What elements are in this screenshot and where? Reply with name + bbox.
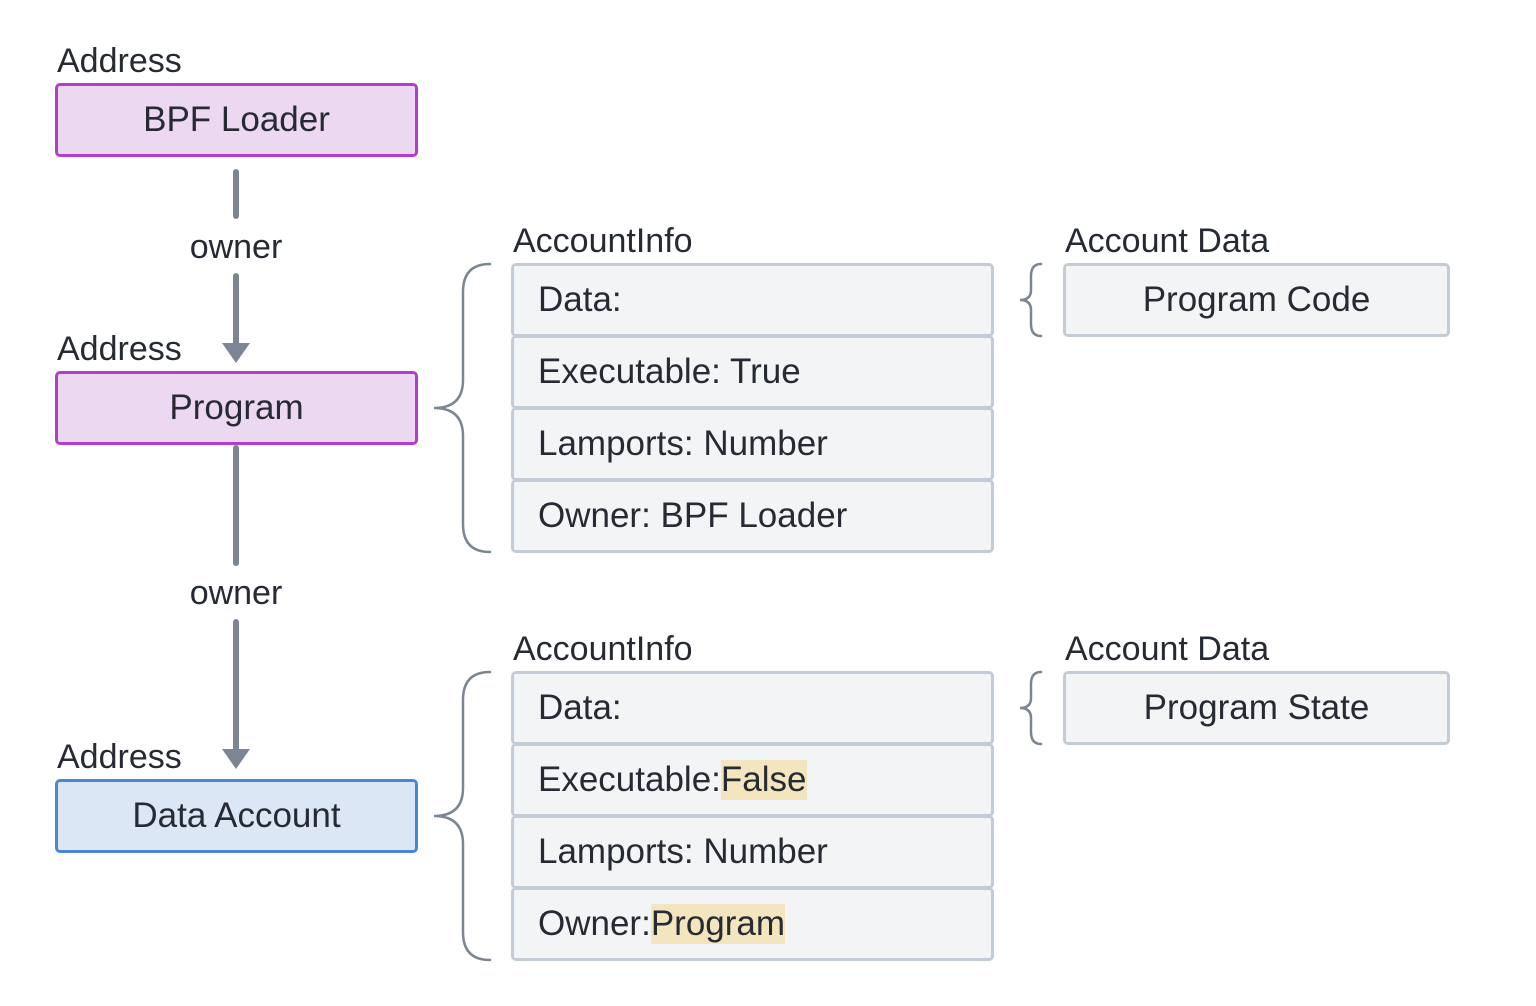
address-label-program: Address [57,330,182,368]
program-state-box: Program State [1063,671,1450,745]
program-code-box: Program Code [1063,263,1450,337]
arrowhead-program [222,343,250,363]
data-accountinfo-title: AccountInfo [513,630,693,668]
program-account-data-title: Account Data [1065,222,1270,260]
program-info-data-row: Data: [511,263,994,337]
data-info-executable-row: Executable:False [511,743,994,817]
brace-data-info [433,670,492,962]
owner-label-2: owner [189,574,283,612]
data-info-owner-row: Owner:Program [511,887,994,961]
brace-data-data [1019,670,1043,746]
data-info-owner-value: Program [650,904,786,944]
program-accountinfo-title: AccountInfo [513,222,693,260]
data-info-lamports-row: Lamports: Number [511,815,994,889]
program-info-owner-row: Owner: BPF Loader [511,479,994,553]
bpf-loader-node: BPF Loader [55,83,418,157]
program-node: Program [55,371,418,445]
program-info-executable-row: Executable: True [511,335,994,409]
data-info-executable-label: Executable: [538,760,721,799]
data-info-executable-value: False [720,760,807,800]
address-label-bpf-loader: Address [57,42,182,80]
data-account-node: Data Account [55,779,418,853]
data-info-data-row: Data: [511,671,994,745]
brace-program-data [1019,262,1043,338]
owner-label-1: owner [189,228,283,266]
data-account-data-title: Account Data [1065,630,1270,668]
arrowhead-data-account [222,749,250,769]
program-info-lamports-row: Lamports: Number [511,407,994,481]
data-info-owner-label: Owner: [538,904,651,943]
brace-program-info [433,262,492,554]
address-label-data-account: Address [57,738,182,776]
